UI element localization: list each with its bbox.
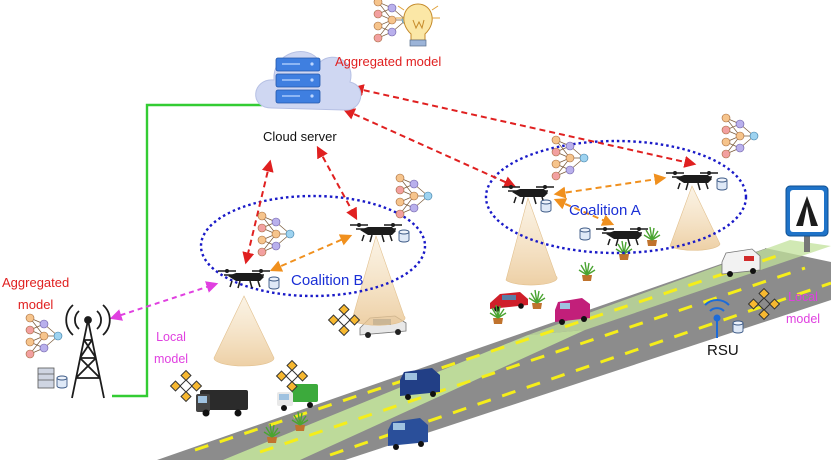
database-icon-a3 — [579, 227, 591, 241]
local-model-label-left: Local model — [154, 326, 188, 370]
vehicle-van-magenta — [555, 298, 590, 325]
tower-database-icon — [37, 367, 68, 389]
database-icon-b1 — [268, 276, 280, 290]
wifi-icon — [704, 299, 730, 338]
vehicle-van-navy — [400, 368, 440, 400]
coalition-a-ring — [484, 139, 748, 255]
rsu-label: RSU — [707, 342, 739, 359]
rsu-database-icon — [732, 320, 744, 334]
local-model-left-line-2: model — [154, 352, 189, 366]
database-icon-a2 — [716, 177, 728, 191]
cell-tower-icon — [65, 304, 111, 399]
coalition-b-ring — [199, 194, 427, 298]
coalition-a-label: Coalition A — [569, 202, 641, 219]
local-model-label-right: Local model — [786, 286, 820, 330]
coalition-links — [269, 173, 667, 272]
coalition-b-label: Coalition B — [291, 272, 364, 289]
local-model-left-line-1: Local — [156, 330, 186, 344]
local-model-right-line-2: model — [786, 312, 821, 326]
vehicle-car-red — [490, 292, 528, 312]
coalition-a-neural-network-icon-2 — [721, 113, 759, 159]
local-model-right-line-1: Local — [788, 290, 818, 304]
lightbulb-icon — [396, 0, 440, 47]
drone-coverage-beams — [213, 185, 721, 367]
database-icon-a1 — [540, 199, 552, 213]
cloud-links — [242, 84, 697, 265]
backhaul-link — [112, 103, 262, 398]
database-icon-b2 — [398, 229, 410, 243]
vehicle-van-navy-2 — [388, 418, 428, 450]
tower-neural-network-icon — [25, 313, 63, 359]
rsu-signpost-icon — [785, 185, 829, 252]
vehicle-truck-green — [277, 384, 318, 411]
aggregated-model-left-line-1: Aggregated — [2, 275, 70, 290]
coalition-b-neural-network-icon — [257, 211, 295, 257]
aggregated-model-label-top: Aggregated model — [335, 54, 442, 69]
coalition-b-neural-network-icon-2 — [395, 173, 433, 219]
cloud-server-label: Cloud server — [263, 129, 337, 144]
tower-link — [109, 281, 219, 321]
vehicle-van-white — [721, 248, 761, 277]
coalition-a-neural-network-icon — [551, 135, 589, 181]
vehicle-truck-black — [196, 390, 248, 417]
aggregated-model-left-line-2: model — [17, 297, 54, 312]
aggregated-model-label-left: Aggregated model — [2, 272, 69, 316]
cloud-server-icon — [255, 51, 362, 111]
